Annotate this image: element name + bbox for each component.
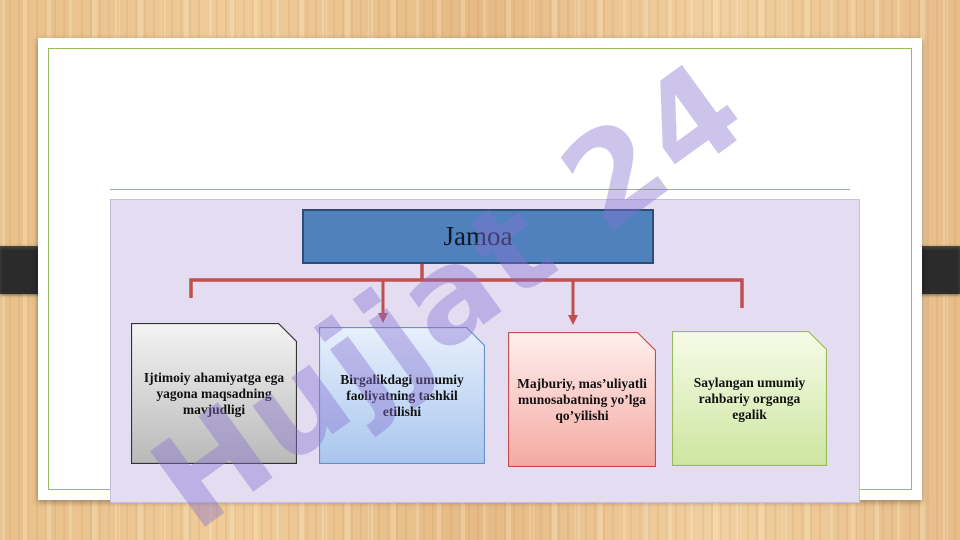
child-node-4-label: Saylangan umumiy rahbariy organga egalik [693, 374, 806, 422]
child-node-2: Birgalikdagi umumiy faoliyatning tashkil… [319, 327, 485, 464]
root-node: Jamoa [302, 209, 654, 264]
child-node-3-label: Majburiy, mas’uliyatli munosabatning yo’… [517, 375, 647, 423]
title-divider [110, 189, 850, 190]
connector-bus-line [189, 278, 744, 308]
root-node-label: Jamoa [443, 221, 513, 251]
child-node-2-label: Birgalikdagi umumiy faoliyatning tashkil… [340, 371, 464, 419]
diagram-area: Jamoa Ijtimoiy ahamiyatga ega yagona maq… [110, 199, 860, 503]
child-node-1-label: Ijtimoiy ahamiyatga ega yagona maqsadnin… [143, 369, 285, 417]
child-node-1: Ijtimoiy ahamiyatga ega yagona maqsadnin… [131, 323, 297, 464]
child-node-3: Majburiy, mas’uliyatli munosabatning yo’… [508, 332, 656, 467]
connector-lines [189, 264, 744, 325]
child-node-4: Saylangan umumiy rahbariy organga egalik [672, 331, 827, 466]
